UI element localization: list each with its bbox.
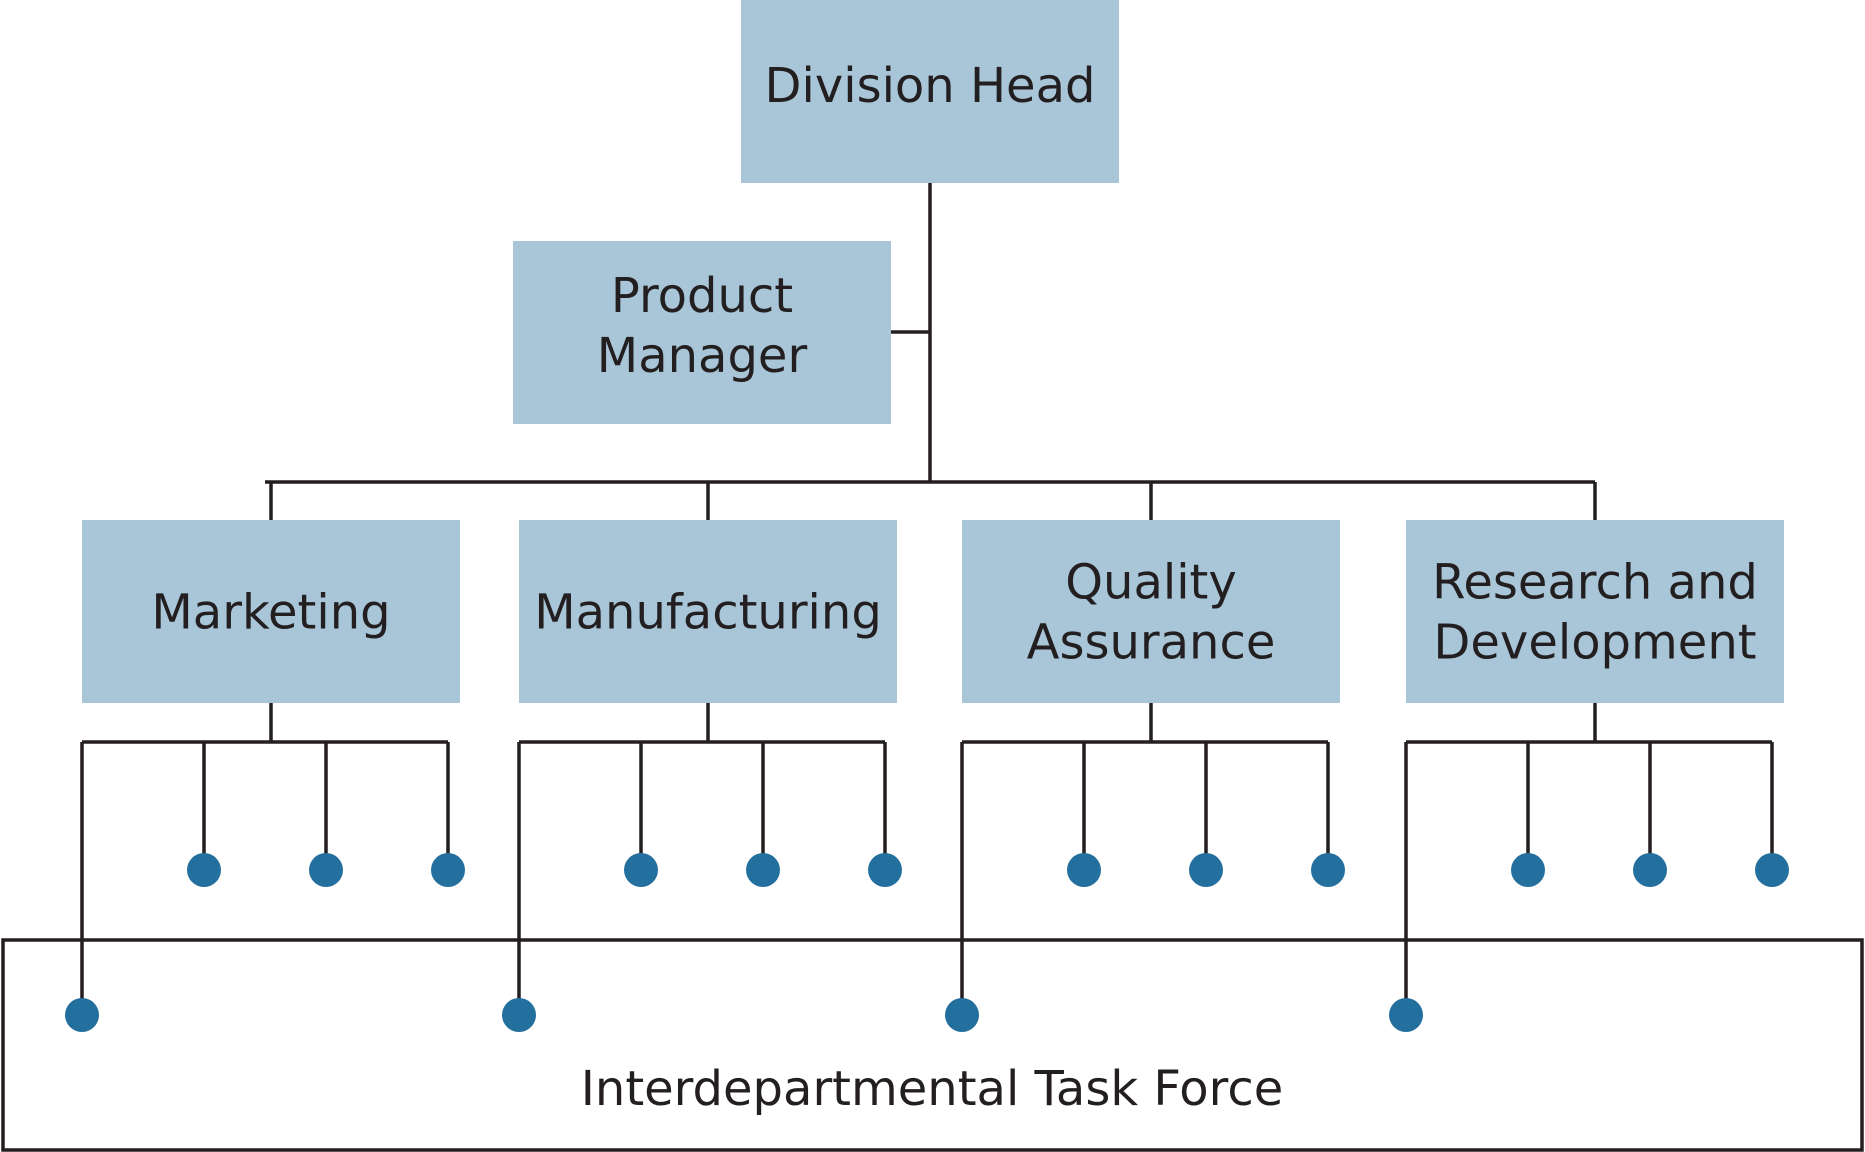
manufacturing-member-1-dot — [624, 853, 658, 887]
task-force-box — [1, 938, 1864, 1152]
research-and-development-member-3-dot — [1755, 853, 1789, 887]
research-and-development-label-line-1: Research and — [1432, 555, 1758, 611]
marketing-member-3-dot — [431, 853, 465, 887]
manufacturing-task-force-member-dot — [502, 998, 536, 1032]
division-head-label: Division Head — [765, 58, 1096, 114]
quality-assurance-member-2-dot — [1189, 853, 1223, 887]
research-and-development-label-line-2: Development — [1433, 615, 1756, 671]
marketing-box — [82, 520, 460, 703]
research-and-development-task-force-member-dot — [1389, 998, 1423, 1032]
quality-assurance-box — [962, 520, 1340, 703]
quality-assurance-task-force-member-dot — [945, 998, 979, 1032]
task-force-label: Interdepartmental Task Force — [581, 1061, 1284, 1117]
marketing-member-1-dot — [187, 853, 221, 887]
research-and-development-member-2-dot — [1633, 853, 1667, 887]
research-and-development-box — [1406, 520, 1784, 703]
quality-assurance-member-1-dot — [1067, 853, 1101, 887]
manufacturing-label-line-1: Manufacturing — [534, 585, 882, 641]
division-head-box — [741, 0, 1119, 183]
research-and-development-member-1-dot — [1511, 853, 1545, 887]
marketing-member-2-dot — [309, 853, 343, 887]
quality-assurance-member-3-dot — [1311, 853, 1345, 887]
manufacturing-box — [519, 520, 897, 703]
manufacturing-member-2-dot — [746, 853, 780, 887]
quality-assurance-label-line-1: Quality — [1065, 555, 1237, 611]
marketing-task-force-member-dot — [65, 998, 99, 1032]
product-manager-box — [513, 241, 891, 424]
quality-assurance-label-line-2: Assurance — [1027, 615, 1276, 671]
product-manager-label-line-2: Manager — [597, 328, 808, 384]
product-manager-label-line-1: Product — [611, 268, 793, 324]
marketing-label-line-1: Marketing — [151, 585, 390, 641]
manufacturing-member-3-dot — [868, 853, 902, 887]
